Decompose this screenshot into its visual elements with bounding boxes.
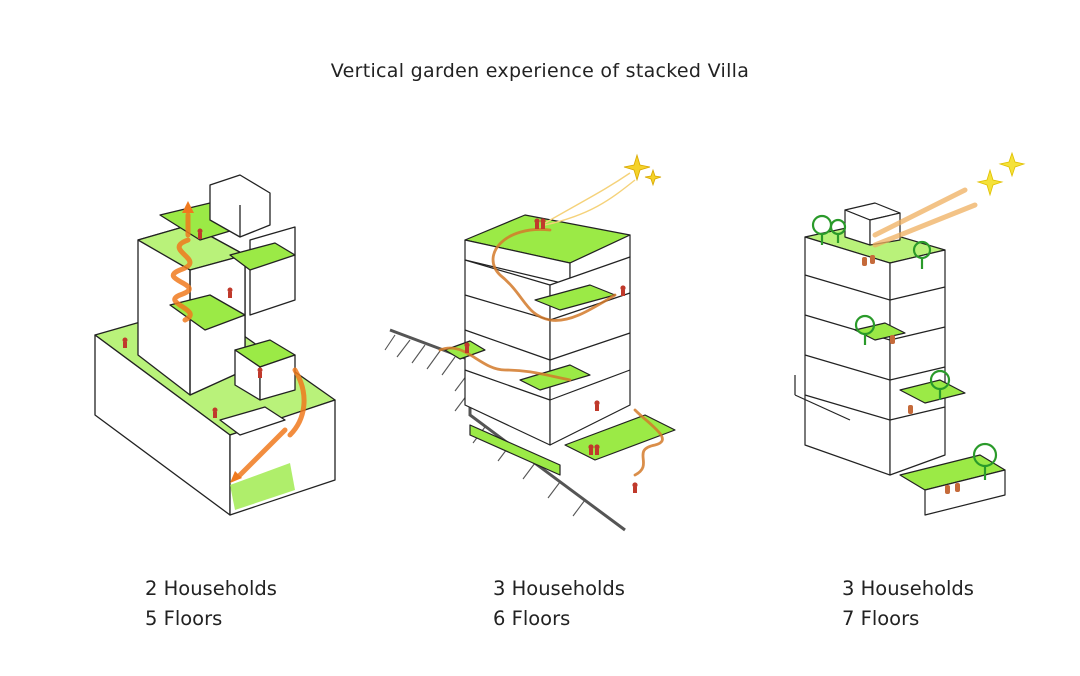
villa-sketch-3-households-7-floors [790,145,1035,540]
households-label: 2 Households [145,574,277,604]
caption-diagram-3: 3 Households 7 Floors [842,574,974,634]
villa-sketch-3-households-6-floors [385,145,685,540]
villa-sketch-2-households [80,145,350,540]
floors-label: 6 Floors [493,604,625,634]
households-label: 3 Households [493,574,625,604]
households-label: 3 Households [842,574,974,604]
caption-diagram-2: 3 Households 6 Floors [493,574,625,634]
floors-label: 7 Floors [842,604,974,634]
star-icon [978,153,1024,195]
caption-diagram-1: 2 Households 5 Floors [145,574,277,634]
star-icon [624,155,661,185]
diagram-title: Vertical garden experience of stacked Vi… [0,60,1080,82]
floors-label: 5 Floors [145,604,277,634]
